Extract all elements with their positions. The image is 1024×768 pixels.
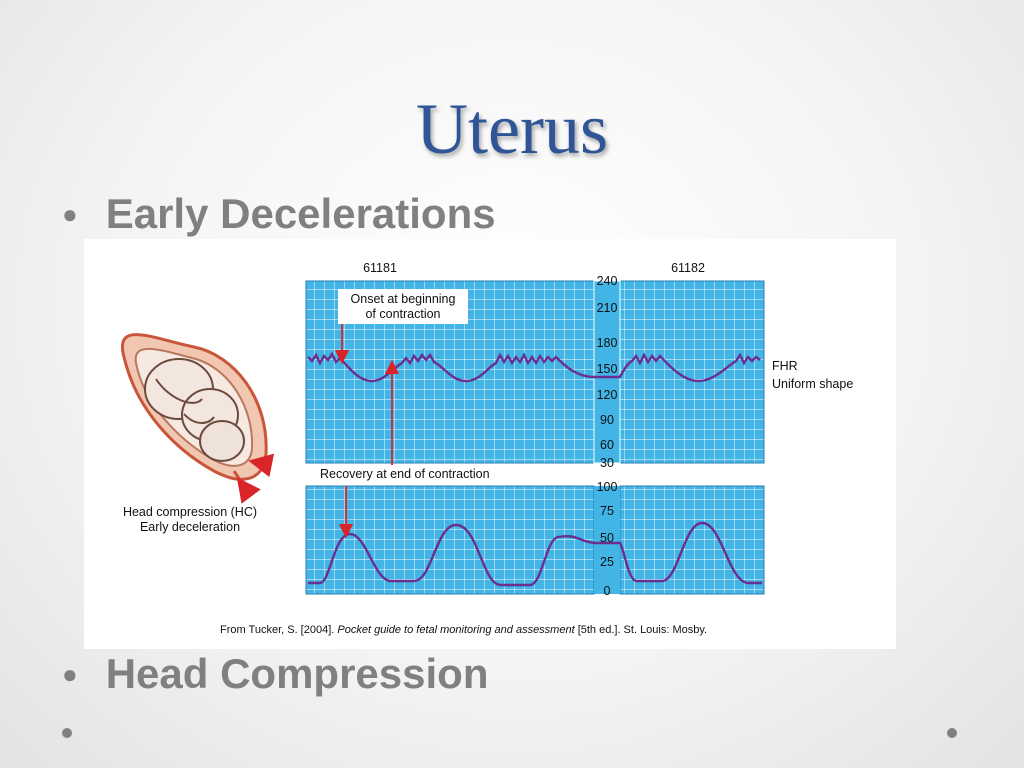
recovery-annotation-box <box>316 465 536 482</box>
onset-annotation-line2: of contraction <box>365 307 440 321</box>
citation: From Tucker, S. [2004]. Pocket guide to … <box>220 624 707 636</box>
fhr-tick-label: 90 <box>600 413 614 427</box>
fhr-tick-label: 30 <box>600 456 614 470</box>
decorative-dot-icon <box>62 728 72 738</box>
strip-number-right: 61182 <box>671 261 705 275</box>
illustration-caption-line2: Early deceleration <box>140 520 240 534</box>
bullet-dot-icon: ● <box>62 658 78 689</box>
strip-number-left: 61181 <box>363 261 397 275</box>
decorative-dot-icon <box>947 728 957 738</box>
uc-tick-label: 0 <box>604 584 611 598</box>
slide-title: Uterus <box>416 89 608 169</box>
citation-title: Pocket guide to fetal monitoring and ass… <box>337 624 575 636</box>
bullet-item: ● Head Compression <box>62 650 488 698</box>
uc-tick-label: 100 <box>597 480 618 494</box>
fhr-tick-label: 180 <box>597 336 618 350</box>
citation-pre: From Tucker, S. [2004]. <box>220 624 337 636</box>
recovery-annotation: Recovery at end of contraction <box>320 467 490 481</box>
uterus-illustration <box>121 333 275 504</box>
bullet-text: Early Decelerations <box>105 190 496 237</box>
fhr-tick-label: 120 <box>597 388 618 402</box>
fhr-tick-label: 240 <box>597 274 618 288</box>
bullet-dot-icon: ● <box>62 198 78 229</box>
onset-annotation-line1: Onset at beginning <box>351 292 456 306</box>
onset-annotation-box <box>338 289 468 324</box>
fhr-trace <box>307 351 761 383</box>
fhr-tick-label: 60 <box>600 438 614 452</box>
bullet-item: ● Early Decelerations <box>62 190 496 238</box>
bullet-text: Head Compression <box>105 650 489 697</box>
uc-tick-label: 75 <box>600 504 614 518</box>
illustration-caption-line1: Head compression (HC) <box>123 505 257 519</box>
fhr-tick-label: 150 <box>597 362 618 376</box>
uc-trace <box>308 521 762 587</box>
uc-tick-label: 25 <box>600 555 614 569</box>
fhr-tick-label: 210 <box>597 301 618 315</box>
early-deceleration-figure: Head compression (HC) Early deceleration… <box>84 239 896 649</box>
fhr-label: FHR <box>772 359 798 373</box>
fhr-sublabel: Uniform shape <box>772 377 853 391</box>
uc-tick-label: 50 <box>600 531 614 545</box>
citation-post: [5th ed.]. St. Louis: Mosby. <box>575 624 707 636</box>
uc-grid <box>305 485 765 595</box>
